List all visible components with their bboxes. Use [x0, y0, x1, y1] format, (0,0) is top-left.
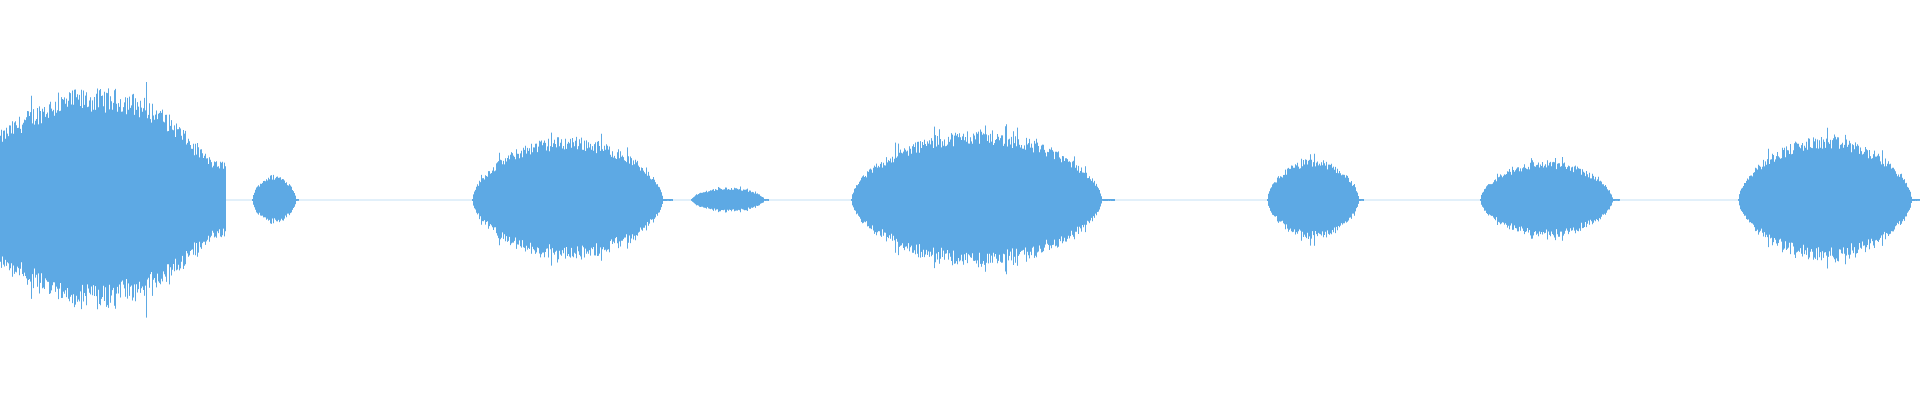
- waveform-segment-path: [691, 186, 769, 213]
- waveform-segment-path: [252, 174, 299, 224]
- waveform-segment-path: [1480, 157, 1620, 241]
- waveform-segment: [851, 124, 1115, 275]
- waveform-segment: [1480, 157, 1620, 241]
- waveform-segment-path: [0, 82, 226, 318]
- waveform-segment-path: [1738, 127, 1920, 269]
- waveform-segment: [1267, 153, 1364, 246]
- waveform-segment: [252, 174, 299, 224]
- waveform-segment-path: [851, 124, 1115, 275]
- waveform-segment-path: [472, 132, 673, 266]
- waveform-segment: [1738, 127, 1920, 269]
- waveform-segment: [691, 186, 769, 213]
- waveform-segment: [472, 132, 673, 266]
- waveform-segment-path: [1267, 153, 1364, 246]
- waveform-segment: [0, 82, 226, 318]
